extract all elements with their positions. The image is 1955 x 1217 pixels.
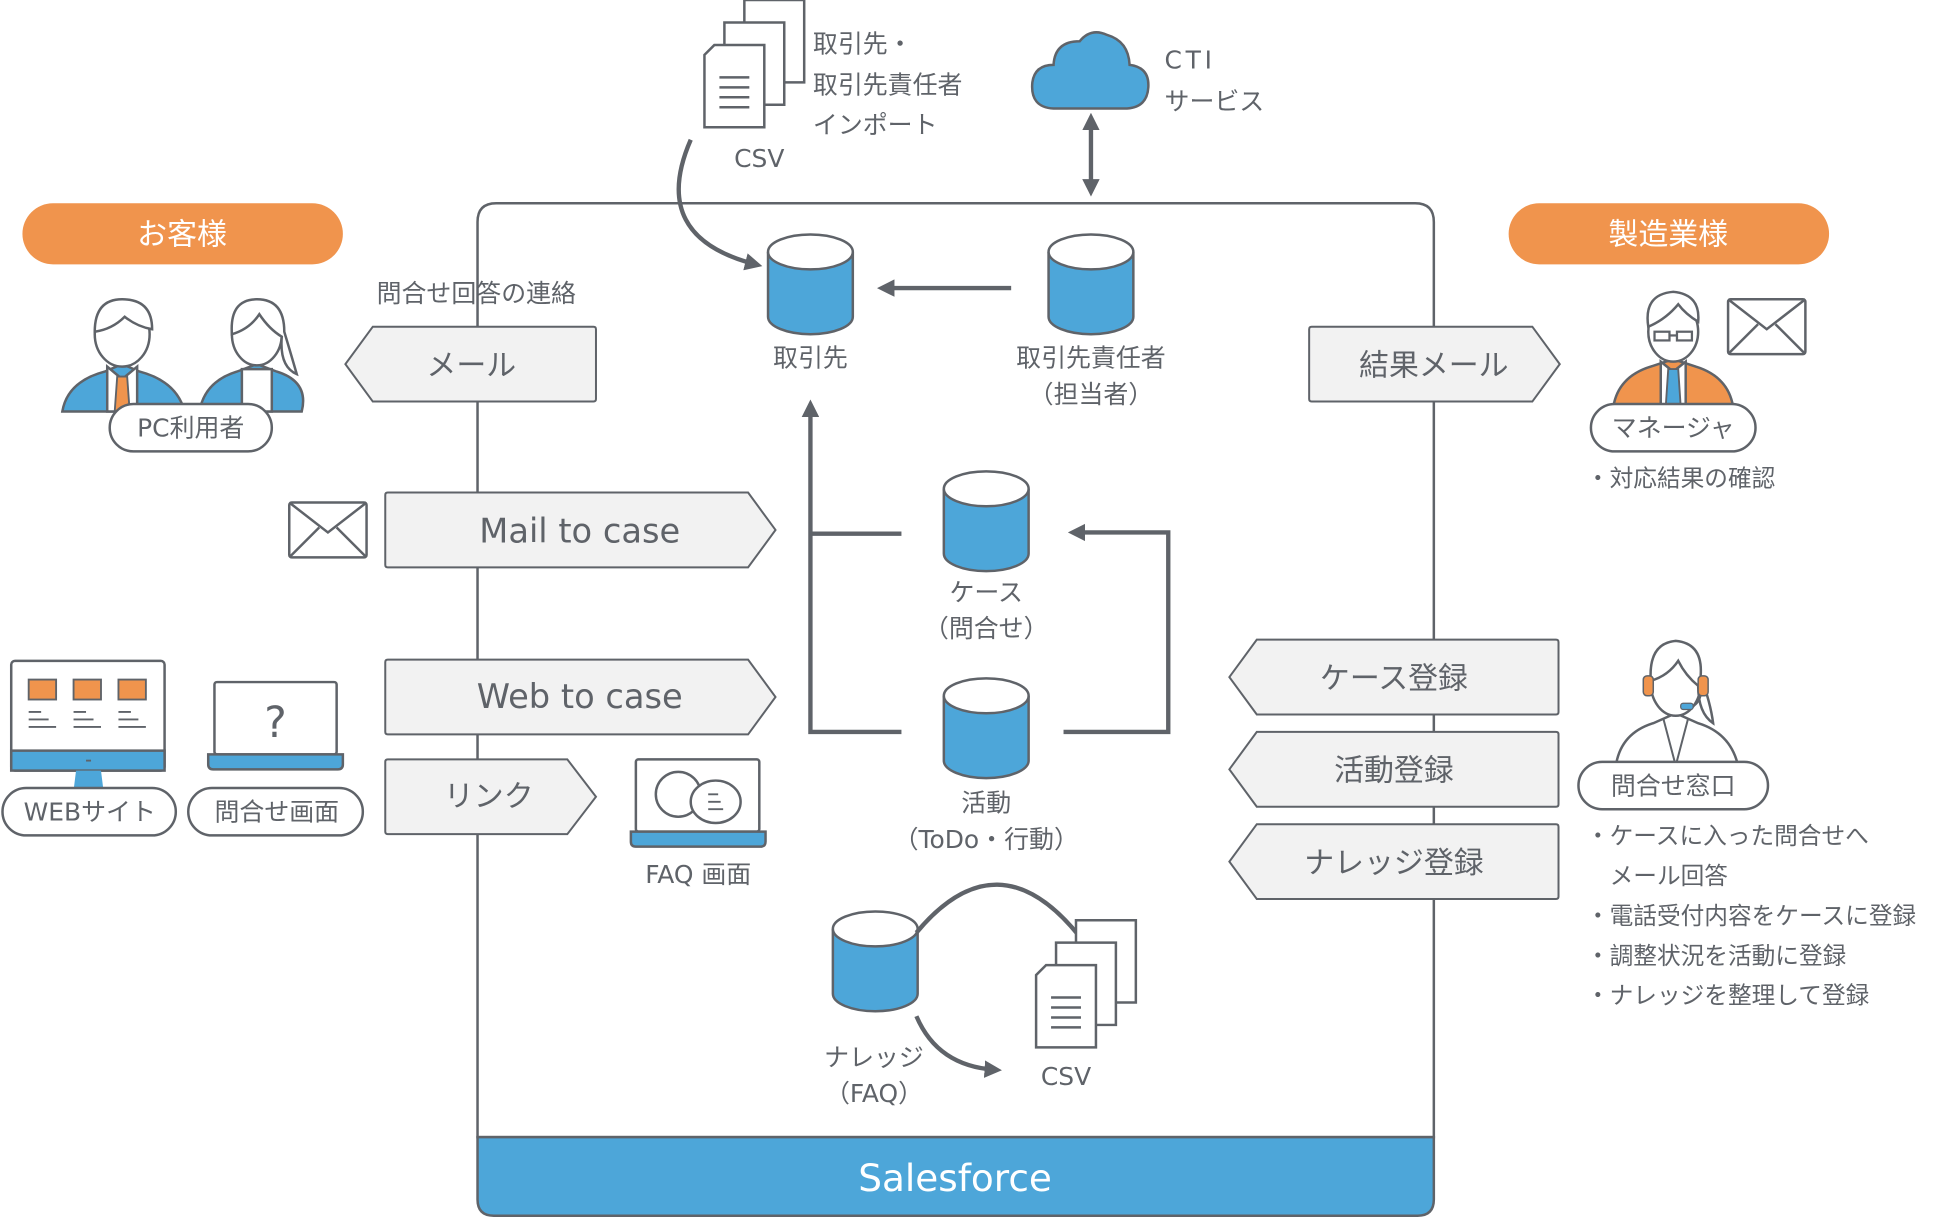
salesforce-title: Salesforce bbox=[858, 1156, 1052, 1200]
svg-text:リンク: リンク bbox=[444, 780, 534, 815]
case-database-icon bbox=[942, 470, 1030, 573]
register-knowledge-channel[interactable]: ナレッジ登録 bbox=[1228, 823, 1560, 901]
pc-users-icon bbox=[60, 298, 305, 413]
manager-task-item: ・対応結果の確認 bbox=[1586, 464, 1775, 492]
case-sublabel: （問合せ） bbox=[924, 614, 1049, 643]
manager-icon bbox=[1611, 290, 1735, 408]
svg-text:取引先・: 取引先・ bbox=[813, 29, 913, 58]
envelope-icon bbox=[288, 501, 368, 559]
case-label: ケース bbox=[949, 578, 1023, 607]
inquiry-screen-label: 問合せ画面 bbox=[187, 786, 365, 837]
svg-text:問合せ窓口: 問合せ窓口 bbox=[1611, 771, 1736, 800]
reply-mail-channel[interactable]: メール bbox=[344, 325, 597, 403]
faq-screen-label: FAQ 画面 bbox=[645, 860, 751, 889]
activity-label: 活動 bbox=[961, 789, 1011, 818]
svg-text:メール: メール bbox=[426, 348, 516, 383]
svg-text:ナレッジ登録: ナレッジ登録 bbox=[1304, 846, 1484, 881]
case-activity-to-account-connector bbox=[810, 407, 902, 735]
question-mark-icon: ? bbox=[264, 698, 287, 747]
svg-text:インポート: インポート bbox=[813, 110, 938, 139]
manager-envelope-icon bbox=[1726, 298, 1807, 356]
salesforce-footer-bar bbox=[476, 1135, 1436, 1217]
knowledge-sublabel: （FAQ） bbox=[825, 1079, 923, 1108]
inquiry-desk-operator-icon bbox=[1614, 639, 1740, 770]
svg-text:ケース登録: ケース登録 bbox=[1320, 661, 1468, 696]
website-monitor-icon bbox=[9, 659, 166, 791]
register-activity-channel[interactable]: 活動登録 bbox=[1228, 730, 1560, 808]
cti-cloud-icon bbox=[1030, 31, 1150, 110]
result-mail-channel[interactable]: 結果メール bbox=[1308, 325, 1561, 403]
faq-laptop-icon bbox=[629, 758, 767, 848]
knowledge-csv-import-arrow bbox=[914, 1015, 1002, 1078]
svg-text:CTI: CTI bbox=[1165, 46, 1216, 75]
csv-import-arrow bbox=[676, 138, 763, 271]
inquiry-desk-task-list: ・ケースに入った問合せへ メール回答 ・電話受付内容をケースに登録 ・調整状況を… bbox=[1586, 822, 1917, 1010]
mail-to-case-channel[interactable]: Mail to case bbox=[384, 491, 777, 569]
activity-sublabel: （ToDo・行動） bbox=[894, 825, 1079, 854]
reply-caption: 問合せ回答の連絡 bbox=[377, 279, 576, 308]
knowledge-csv-label: CSV bbox=[1041, 1062, 1091, 1091]
website-label: WEBサイト bbox=[1, 786, 178, 837]
csv-label: CSV bbox=[734, 144, 784, 173]
csv-documents-icon bbox=[703, 0, 806, 129]
svg-text:PC利用者: PC利用者 bbox=[137, 413, 244, 442]
svg-text:WEBサイト: WEBサイト bbox=[24, 797, 156, 826]
manufacturer-header-pill: 製造業様 bbox=[1508, 203, 1830, 265]
register-case-channel[interactable]: ケース登録 bbox=[1228, 638, 1560, 716]
svg-text:結果メール: 結果メール bbox=[1359, 348, 1509, 383]
svg-text:Web to case: Web to case bbox=[477, 677, 683, 716]
knowledge-label: ナレッジ bbox=[824, 1043, 924, 1072]
customer-header-pill: お客様 bbox=[22, 203, 343, 265]
manager-label: マネージャ bbox=[1589, 402, 1757, 453]
salesforce-container: Salesforce bbox=[476, 202, 1436, 1217]
contact-label: 取引先責任者 bbox=[1016, 344, 1166, 373]
desk-task-item: ・ナレッジを整理して登録 bbox=[1586, 982, 1870, 1010]
link-channel[interactable]: リンク bbox=[384, 758, 598, 836]
svg-text:取引先責任者: 取引先責任者 bbox=[813, 71, 963, 100]
pc-users-label: PC利用者 bbox=[108, 402, 274, 453]
svg-text:製造業様: 製造業様 bbox=[1608, 217, 1728, 252]
activity-database-icon bbox=[942, 677, 1030, 780]
knowledge-csv-export-arc bbox=[914, 882, 1081, 937]
inquiry-desk-label: 問合せ窓口 bbox=[1577, 760, 1770, 811]
web-to-case-channel[interactable]: Web to case bbox=[384, 658, 777, 736]
svg-text:マネージャ: マネージャ bbox=[1612, 413, 1735, 442]
desk-task-item: ・電話受付内容をケースに登録 bbox=[1586, 902, 1917, 930]
svg-text:サービス: サービス bbox=[1165, 87, 1265, 116]
csv-import-caption: 取引先・ 取引先責任者 インポート bbox=[813, 29, 963, 139]
account-label: 取引先 bbox=[773, 344, 848, 373]
svg-text:お客様: お客様 bbox=[137, 217, 227, 252]
svg-text:問合せ画面: 問合せ画面 bbox=[214, 797, 339, 826]
contact-sublabel: （担当者） bbox=[1029, 380, 1154, 409]
desk-task-item: ・ケースに入った問合せへ bbox=[1586, 822, 1869, 850]
contact-database-icon bbox=[1047, 233, 1135, 336]
cti-caption: CTI サービス bbox=[1165, 46, 1265, 116]
account-database-icon bbox=[766, 233, 855, 336]
inquiry-laptop-icon: ? bbox=[206, 680, 345, 771]
desk-task-item: ・調整状況を活動に登録 bbox=[1586, 942, 1847, 970]
svg-text:Mail to case: Mail to case bbox=[479, 511, 680, 550]
knowledge-database-icon bbox=[831, 910, 919, 1013]
activity-to-case-connector bbox=[1063, 523, 1171, 735]
svg-text:活動登録: 活動登録 bbox=[1334, 754, 1454, 789]
desk-task-item: メール回答 bbox=[1586, 862, 1728, 890]
